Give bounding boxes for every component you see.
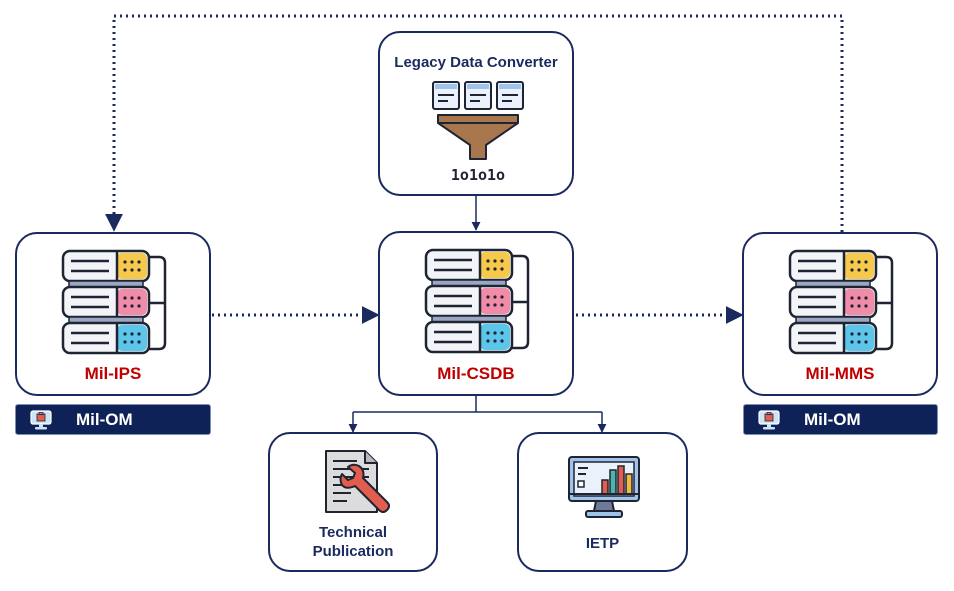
monitor-toolbox-icon bbox=[758, 410, 780, 430]
data-filter-funnel-icon: 1o1o1o bbox=[432, 81, 524, 183]
mil-om-label-right: Mil-OM bbox=[804, 410, 861, 429]
mil-om-bar-right: Mil-OM bbox=[743, 404, 938, 435]
legacy-converter-title: Legacy Data Converter bbox=[394, 54, 558, 71]
mil-om-label-left: Mil-OM bbox=[76, 410, 133, 429]
server-stack-icon bbox=[61, 249, 167, 355]
mil-csdb-label: Mil-CSDB bbox=[437, 364, 515, 383]
mil-ips-node: Mil-IPS bbox=[15, 232, 211, 396]
mil-csdb-node: Mil-CSDB bbox=[378, 231, 574, 396]
mil-mms-node: Mil-MMS bbox=[742, 232, 938, 396]
legacy-converter-box: Legacy Data Converter 1o1o1o bbox=[378, 31, 574, 196]
connector-mms-to-ips bbox=[105, 14, 844, 232]
technical-publication-node: Technical Publication bbox=[268, 432, 438, 572]
ietp-label: IETP bbox=[585, 535, 620, 552]
mil-om-bar-left: Mil-OM bbox=[15, 404, 211, 435]
monitor-toolbox-icon bbox=[30, 410, 52, 430]
ietp-node: IETP bbox=[517, 432, 688, 572]
mil-ips-label: Mil-IPS bbox=[84, 364, 142, 383]
document-wrench-icon bbox=[325, 450, 390, 513]
server-stack-icon bbox=[788, 249, 894, 355]
monitor-chart-icon bbox=[568, 456, 640, 518]
mil-mms-label: Mil-MMS bbox=[805, 364, 875, 383]
connector-csdb-split bbox=[353, 396, 602, 413]
binary-output-text: 1o1o1o bbox=[451, 166, 505, 183]
technical-publication-line2: Publication bbox=[312, 543, 394, 560]
server-stack-icon bbox=[424, 248, 530, 354]
technical-publication-line1: Technical bbox=[318, 524, 388, 541]
